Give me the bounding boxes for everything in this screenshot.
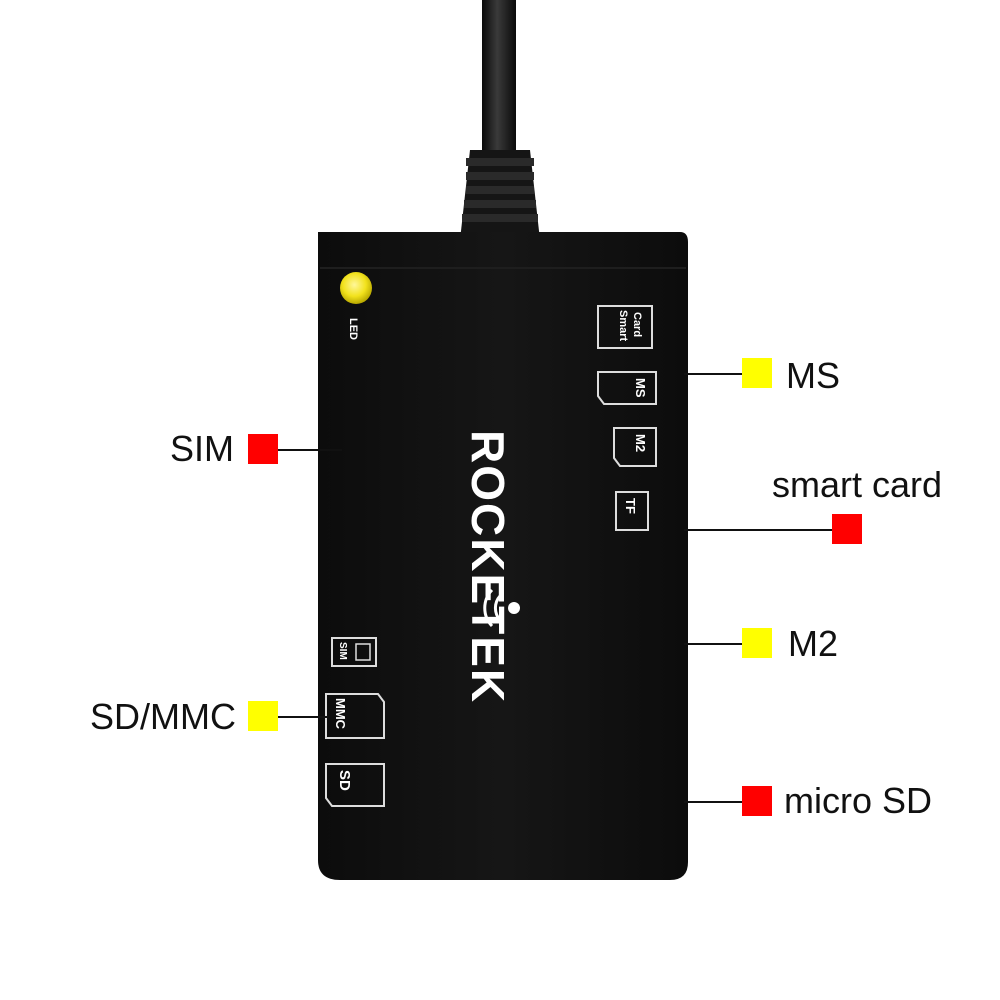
sd-slot-icon: SD [325,763,385,807]
smart-card-leader-line [684,529,834,531]
svg-text:SD: SD [336,770,353,791]
m2-label: M2 [788,623,839,664]
sim-marker [248,434,278,464]
svg-text:TF: TF [623,498,638,514]
sd-mmc-label: SD/MMC [90,696,236,737]
micro-sd-leader-line [684,801,742,803]
ms-slot-icon: MS [597,371,657,405]
ms-leader-line [684,373,742,375]
brand-wave-icon [483,588,520,628]
ms-marker [742,358,772,388]
sd-mmc-marker [248,701,278,731]
reader-body [318,232,688,880]
svg-text:Card: Card [631,312,643,337]
svg-text:MMC: MMC [333,698,348,730]
sd-mmc-leader-line [278,716,328,718]
sim-leader-line [278,449,342,451]
svg-text:MS: MS [633,378,648,398]
micro-sd-marker [742,786,772,816]
svg-text:M2: M2 [633,434,648,452]
smart-card-slot-icon: Smart Card [597,305,653,349]
svg-text:SIM: SIM [337,642,348,660]
sim-slot-icon: SIM [331,637,377,667]
led-icon [340,272,372,304]
svg-text:Smart: Smart [617,310,629,342]
m2-slot-icon: M2 [613,427,657,467]
sim-label: SIM [170,428,235,469]
m2-leader-line [684,643,742,645]
smart-card-marker [832,514,862,544]
mmc-slot-icon: MMC [325,693,385,739]
m2-marker [742,628,772,658]
ms-label: MS [786,355,840,396]
led-label: LED [347,318,359,340]
usb-cable [460,0,540,240]
micro-sd-label: micro SD [784,780,933,821]
tf-slot-icon: TF [615,491,649,531]
brand-logo: ROCKETEK [462,430,514,704]
smart-card-label: smart card [772,464,943,505]
